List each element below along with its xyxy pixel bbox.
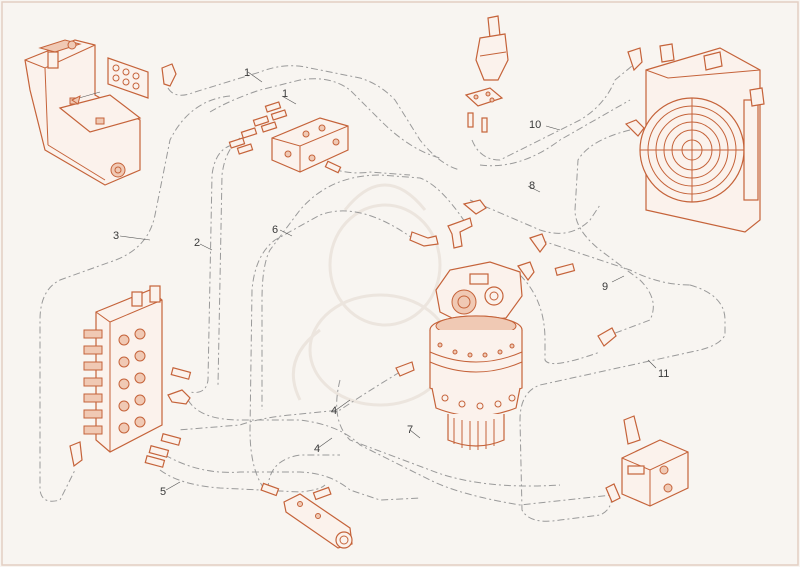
hose-1-b (209, 78, 441, 159)
hose-9 (574, 129, 654, 336)
callout-11: 11 (658, 368, 669, 380)
swing-motor (429, 261, 523, 450)
fittings-control-valve (69, 367, 192, 468)
hose-8 (261, 174, 466, 410)
hose-11-b (519, 274, 601, 365)
hose-4-b (187, 399, 613, 506)
tee-fittings-centre (395, 199, 617, 377)
hose-10 (471, 65, 633, 161)
hose-1 (167, 65, 461, 171)
callout-10: 10 (529, 119, 541, 131)
callout-1a: 1 (244, 67, 250, 79)
callout-3: 3 (113, 230, 119, 242)
hydraulic-tank (24, 39, 149, 186)
callout-8: 8 (529, 180, 535, 192)
callout-4b: 4 (314, 443, 320, 455)
valve-block-top (271, 117, 349, 173)
main-control-valve (83, 285, 163, 453)
hose-4 (177, 371, 401, 431)
watermark-logo (291, 183, 452, 407)
hose-9-b (539, 239, 691, 286)
hose-2 (189, 144, 233, 393)
hose-small-a (329, 167, 411, 176)
hose-5-b (159, 469, 326, 493)
hose-6-b (267, 454, 340, 491)
hose-7 (336, 379, 561, 487)
elbow-fitting-tank (161, 63, 177, 87)
callout-7: 7 (407, 424, 413, 436)
callout-6: 6 (272, 224, 278, 236)
fittings-top-left (228, 101, 342, 174)
joystick (464, 15, 509, 133)
hose-11 (519, 284, 726, 522)
bottom-manifold (260, 482, 353, 549)
hose-3 (39, 95, 231, 502)
callout-4a: 4 (331, 405, 337, 417)
hose-8-b (469, 199, 601, 234)
oil-cooler (639, 43, 765, 233)
fittings-cooler (624, 47, 645, 137)
callout-2: 2 (194, 237, 200, 249)
callout-1b: 1 (282, 88, 288, 100)
callout-5: 5 (160, 486, 166, 498)
hose-6 (249, 210, 416, 491)
callout-9: 9 (602, 281, 608, 293)
auxiliary-valve (605, 415, 689, 507)
hose-2-b (217, 137, 241, 386)
hose-5 (164, 454, 421, 501)
hose-10-b (479, 99, 631, 167)
callout-labels: 1 1 2 3 4 4 5 6 7 8 9 10 11 (113, 67, 669, 498)
hose-lines (39, 65, 726, 522)
